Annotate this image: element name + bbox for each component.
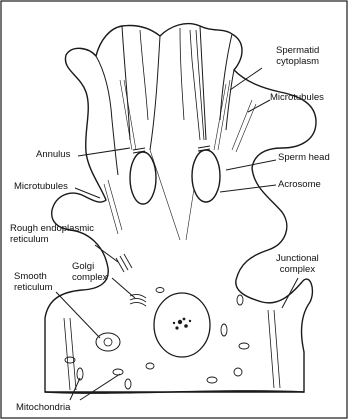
label-junctional-complex: Junctional complex xyxy=(276,254,319,275)
label-line: reticulum xyxy=(10,235,94,246)
label-annulus: Annulus xyxy=(36,150,70,161)
label-line: cytoplasm xyxy=(276,57,319,68)
label-golgi: Golgi complex xyxy=(72,262,107,283)
label-microtubules-right: Microtubules xyxy=(270,93,324,104)
label-acrosome: Acrosome xyxy=(278,180,321,191)
label-rough-er: Rough endoplasmic reticulum xyxy=(10,224,94,245)
label-line: Smooth xyxy=(14,272,53,283)
label-spermatid-cytoplasm: Spermatid cytoplasm xyxy=(276,46,319,67)
label-line: complex xyxy=(72,273,107,284)
label-line: reticulum xyxy=(14,283,53,294)
sperm-head-right xyxy=(192,150,220,202)
label-line: complex xyxy=(276,265,319,276)
label-mitochondria: Mitochondria xyxy=(16,403,70,414)
sperm-head-left xyxy=(130,152,156,204)
label-line: Junctional xyxy=(276,254,319,265)
label-sperm-head: Sperm head xyxy=(278,153,330,164)
label-microtubules-left: Microtubules xyxy=(14,182,68,193)
label-line: Rough endoplasmic xyxy=(10,224,94,235)
label-line: Golgi xyxy=(72,262,107,273)
label-smooth-reticulum: Smooth reticulum xyxy=(14,272,53,293)
smooth-reticulum-vesicle xyxy=(96,333,120,351)
nucleus xyxy=(154,293,210,357)
label-line: Spermatid xyxy=(276,46,319,57)
